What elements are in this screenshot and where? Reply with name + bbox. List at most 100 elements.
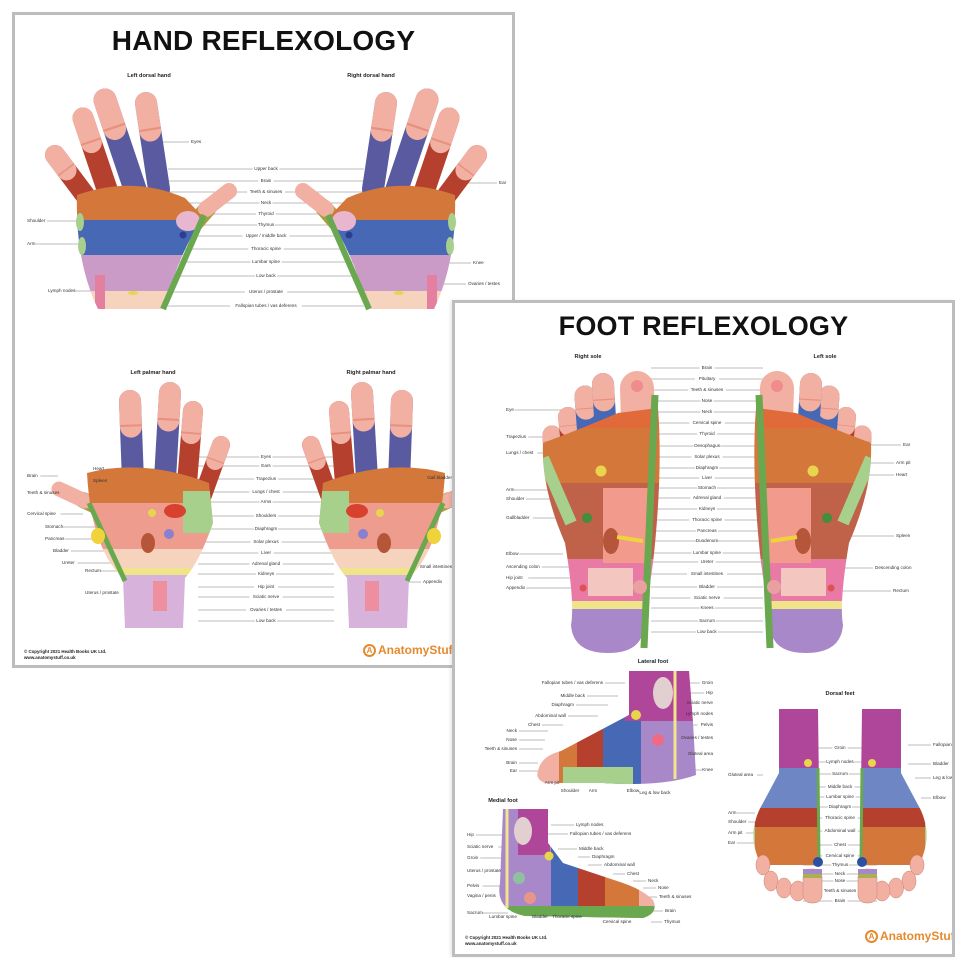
middle-finger-tip — [405, 88, 439, 140]
lungs-zone — [183, 491, 213, 533]
spine-strip — [859, 767, 864, 862]
region-label: Appendix — [423, 578, 443, 584]
region-label: Descending colon — [875, 564, 912, 570]
region-label: Chest — [833, 841, 847, 847]
zone — [542, 601, 660, 609]
bladder-point — [767, 580, 781, 594]
pinky-finger-crease — [57, 163, 75, 177]
region-label: Ureter — [62, 559, 75, 565]
region-label: Liver — [261, 549, 271, 555]
region-label: Lymph nodes — [48, 287, 76, 293]
region-label: Gluteal area — [687, 750, 713, 756]
region-label: Neck — [648, 877, 659, 883]
solar-plexus-point — [595, 465, 607, 477]
website-link[interactable]: www.anatomystuff.co.uk — [24, 654, 76, 660]
pancreas-zone — [616, 535, 644, 543]
spine-strip — [640, 394, 659, 649]
region-label: Ear — [499, 179, 507, 185]
region-label: Sciatic nerve — [693, 594, 721, 600]
region-label: Adrenal gland — [692, 494, 722, 500]
spine-strip — [755, 394, 774, 649]
region-label: Sciatic nerve — [686, 699, 713, 705]
fourth-toe-tip — [558, 407, 579, 436]
zone — [860, 768, 927, 808]
zone — [860, 808, 927, 827]
ovaries-zone — [95, 275, 105, 309]
ovaries-zone — [153, 581, 167, 611]
lymph-point — [804, 759, 812, 767]
toe — [763, 870, 779, 892]
region-label: Ovaries / testes — [681, 734, 713, 740]
ovaries-zone — [427, 275, 437, 309]
region-label: Teeth & sinuses — [249, 188, 283, 194]
region-label: Neck — [260, 199, 272, 205]
middle-finger-crease — [102, 122, 126, 133]
thumb-tip — [198, 183, 237, 217]
region-label: Eyes — [191, 138, 202, 144]
region-label: Bladder — [699, 583, 715, 589]
point — [345, 231, 353, 239]
left-palmar-hand — [51, 382, 230, 628]
hip-zone — [514, 817, 532, 845]
region-label: Small intestines — [690, 570, 724, 576]
spine-strip — [86, 501, 128, 583]
region-label: Fallopian tubes / vas deferens — [235, 302, 297, 308]
region-label: Groin — [701, 679, 713, 685]
view-title: Left dorsal hand — [127, 73, 171, 79]
solar-plexus-point — [807, 465, 819, 477]
lymph-point — [631, 710, 641, 720]
region-label: Elbow — [506, 550, 519, 556]
ovaries-point — [652, 734, 664, 746]
middle-finger-tip — [93, 88, 127, 140]
ring-finger-tip — [72, 107, 102, 154]
logo-icon: A — [865, 929, 878, 943]
website-link[interactable]: www.anatomystuff.co.uk — [465, 940, 517, 946]
foot-diagrams — [475, 367, 931, 923]
region-label: Teeth & sinuses — [690, 386, 724, 392]
region-label: Leg & low back — [933, 774, 954, 780]
uterus-point — [128, 291, 138, 295]
region-label: Pituitary — [698, 375, 716, 381]
region-label: Bladder — [53, 547, 69, 553]
region-label: Middle back — [579, 845, 604, 851]
ring-finger-crease — [430, 137, 452, 146]
region-label: Shoulder — [506, 495, 525, 501]
zone — [753, 709, 820, 768]
region-label: Rectum — [85, 567, 101, 573]
region-label: Knees — [700, 604, 714, 610]
thymus-point — [857, 857, 867, 867]
heart-zone — [346, 504, 368, 518]
region-label: Lumbar spine — [693, 549, 721, 555]
zone — [329, 255, 456, 291]
region-label: Leg & low back — [639, 789, 671, 795]
appendix-point — [579, 584, 587, 592]
region-label: Adrenal gland — [251, 560, 281, 566]
thyroid-zone — [176, 211, 200, 231]
index-finger-tip — [390, 390, 413, 438]
region-label: Ear — [728, 839, 736, 845]
hand-diagrams — [35, 88, 497, 628]
zone — [860, 709, 927, 768]
region-label: Thoracic spine — [552, 913, 582, 919]
region-label: Heart — [93, 465, 105, 471]
middle-finger-tip — [351, 382, 375, 432]
region-label: Hip — [706, 689, 713, 695]
zone — [87, 549, 213, 568]
region-label: Brain — [701, 364, 713, 370]
region-label: Kidneys — [257, 570, 275, 576]
kidney-zone — [141, 533, 155, 553]
pinky-finger-tip — [206, 436, 230, 470]
view-title: Right sole — [574, 354, 602, 360]
region-label: Teeth & sinuses — [659, 893, 692, 899]
region-label: Upper / middle back — [245, 232, 287, 238]
heart-zone — [164, 504, 186, 518]
foot-copyright: © Copyright 2021 Health Books UK Ltd. ww… — [465, 935, 547, 947]
region-label: Spleen — [93, 477, 108, 483]
region-label: Heart — [896, 471, 908, 477]
zone — [87, 568, 213, 575]
lungs-zone — [319, 491, 349, 533]
zone — [76, 291, 203, 309]
foot-reflexology-poster: FOOT REFLEXOLOGY © Copyright 2021 Health… — [452, 300, 955, 957]
region-label: Ureter — [700, 558, 714, 564]
region-label: Pancreas — [697, 527, 717, 533]
